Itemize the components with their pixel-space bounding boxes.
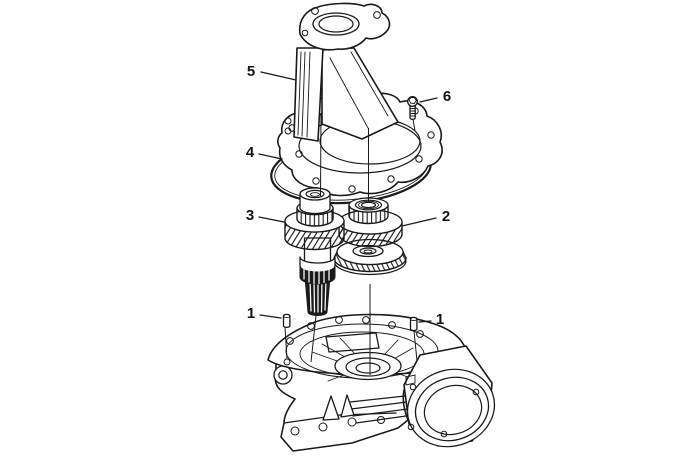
callout-3-label: 3 [246,207,254,224]
callout-1-right: 1 [418,311,444,328]
bolt-part6 [407,96,418,132]
callout-5-label: 5 [247,63,255,80]
stud-part1-right [409,316,418,332]
stud-part1-left [282,313,291,329]
callout-2: 2 [401,208,450,227]
callout-1-right-label: 1 [436,311,444,328]
driven-gear-part2 [333,197,407,276]
callout-5: 5 [247,63,297,81]
callout-1-left-label: 1 [247,305,255,322]
assembly-centerlines-lower [284,284,418,375]
callouts: 5 4 3 2 6 1 1 [246,63,451,328]
callout-1-left: 1 [247,305,282,322]
transmission-case [267,313,496,452]
callout-4-label: 4 [246,144,255,161]
callout-6: 6 [419,88,451,105]
callout-2-label: 2 [442,208,450,225]
callout-4: 4 [246,144,283,161]
extension-housing-part5 [293,2,399,142]
callout-6-label: 6 [443,88,451,105]
countershaft-gear-part3 [284,187,345,316]
callout-3: 3 [246,207,285,224]
assembly-centerlines-upper [320,112,369,203]
